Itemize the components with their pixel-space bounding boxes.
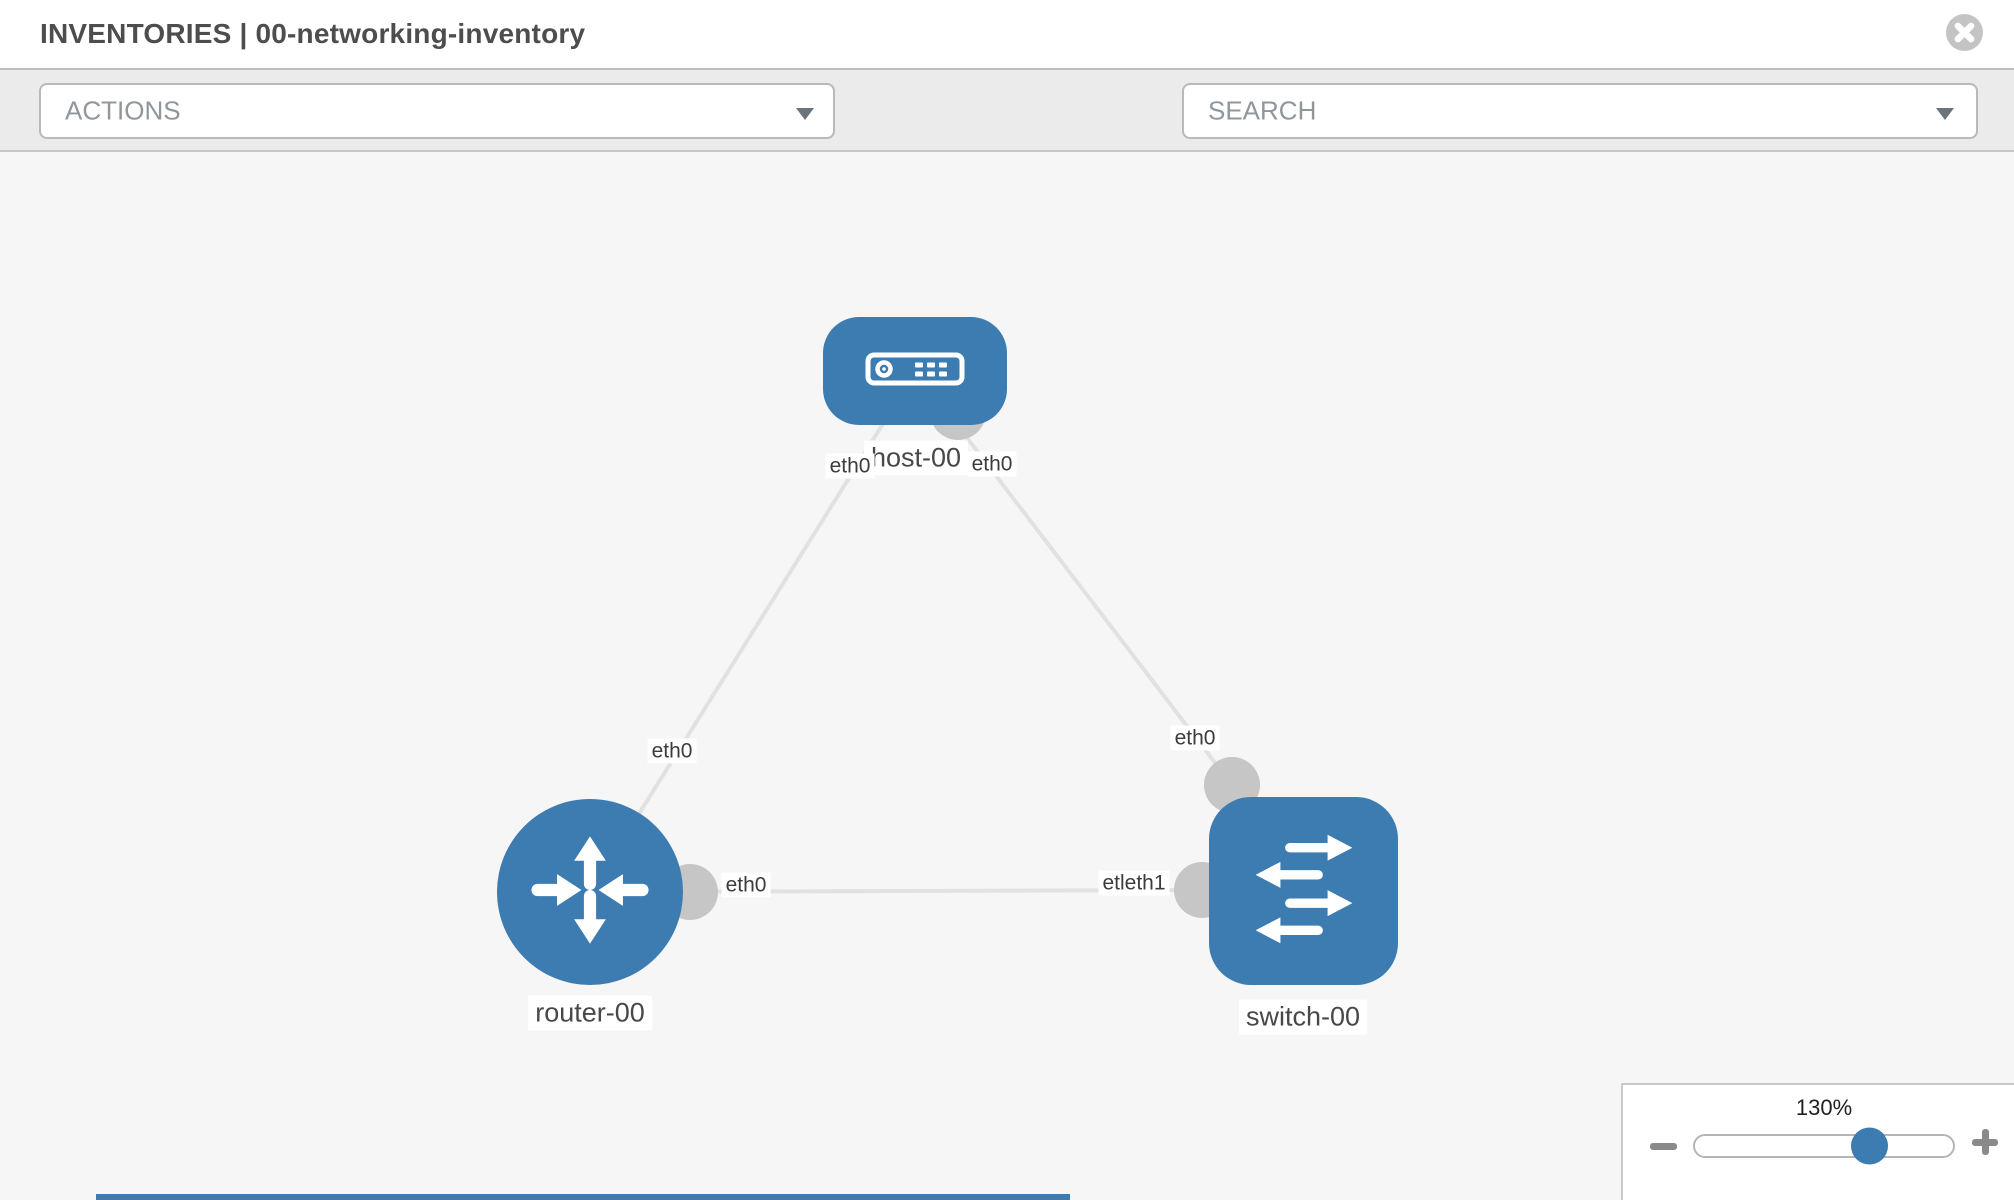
host-icon — [865, 352, 965, 391]
page-title: INVENTORIES | 00-networking-inventory — [40, 18, 586, 49]
iface-label-router-right: eth0 — [721, 872, 771, 898]
node-label-switch: switch-00 — [1238, 999, 1368, 1035]
zoom-in-button[interactable] — [1972, 1129, 2000, 1157]
iface-label-router-link: eth0 — [647, 738, 697, 764]
iface-label-host-left: eth0 — [825, 453, 875, 479]
router-icon — [529, 829, 651, 956]
close-button[interactable] — [1946, 14, 1983, 51]
minus-icon — [1650, 1143, 1677, 1150]
search-dropdown-label: SEARCH — [1208, 95, 1317, 126]
zoom-panel: 130% — [1621, 1083, 2014, 1200]
actions-dropdown[interactable]: ACTIONS — [39, 83, 835, 139]
partial-bottom-element — [96, 1194, 1070, 1200]
topology-canvas[interactable]: host-00 router-00 switch-00 eth0 eth0 et… — [0, 152, 2014, 1200]
links-layer — [588, 369, 1260, 920]
zoom-slider-handle[interactable] — [1851, 1127, 1888, 1165]
actions-dropdown-label: ACTIONS — [65, 95, 181, 126]
link-host-switch — [914, 369, 1234, 787]
close-icon — [1946, 14, 1983, 54]
search-dropdown[interactable]: SEARCH — [1182, 83, 1978, 139]
node-label-router: router-00 — [528, 995, 652, 1031]
zoom-out-button[interactable] — [1649, 1131, 1679, 1161]
iface-label-switch-left: etleth1 — [1098, 870, 1170, 896]
node-label-host: host-00 — [863, 440, 969, 476]
zoom-slider[interactable] — [1693, 1127, 1955, 1165]
node-host-00[interactable] — [823, 317, 1007, 425]
node-router-00[interactable] — [497, 799, 683, 985]
toolbar: ACTIONS SEARCH — [0, 70, 2014, 203]
chevron-down-icon — [796, 108, 814, 120]
switch-icon — [1245, 830, 1363, 953]
iface-label-switch-link: eth0 — [1170, 725, 1220, 751]
modal-header: INVENTORIES | 00-networking-inventory — [0, 0, 2014, 70]
chevron-down-icon — [1936, 108, 1954, 120]
zoom-level-label: 130% — [1795, 1095, 1853, 1120]
node-switch-00[interactable] — [1209, 797, 1398, 985]
plus-icon — [1972, 1129, 1998, 1155]
iface-label-host-right: eth0 — [967, 451, 1017, 477]
